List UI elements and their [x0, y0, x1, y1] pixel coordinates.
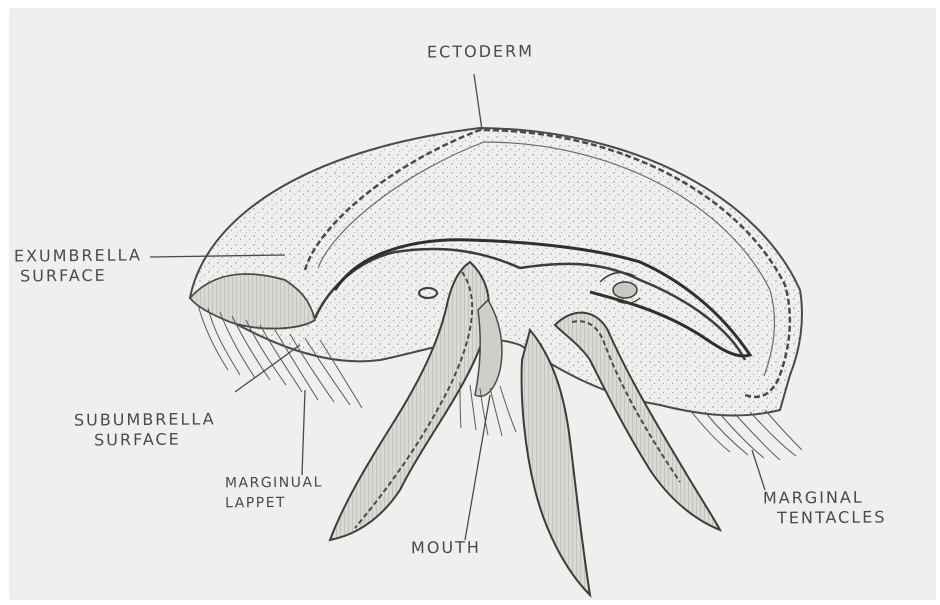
label-ectoderm: ECTODERM	[427, 42, 534, 63]
label-exumbrella-line1: EXUMBRELLA	[14, 245, 142, 266]
label-marginal-lappet: MARGINUAL LAPPET	[225, 473, 323, 514]
leader-mouth	[465, 395, 490, 540]
leader-ectoderm	[474, 74, 482, 130]
label-subumbrella-line2: SURFACE	[74, 429, 216, 450]
label-subumbrella-surface: SUBUMBRELLA SURFACE	[74, 409, 216, 450]
label-subumbrella-line1: SUBUMBRELLA	[74, 409, 216, 430]
tentacles-right	[690, 410, 802, 460]
leader-marginal-tentacles	[752, 450, 765, 490]
label-marginal-lappet-line2: LAPPET	[225, 493, 323, 514]
label-exumbrella-surface: EXUMBRELLA SURFACE	[14, 245, 142, 286]
label-marginal-lappet-line1: MARGINUAL	[225, 473, 323, 494]
label-marginal-tentacles-line2: TENTACLES	[763, 507, 887, 528]
leader-subumbrella	[235, 345, 300, 392]
label-marginal-tentacles-line1: MARGINAL	[763, 487, 887, 508]
label-exumbrella-line2: SURFACE	[14, 265, 142, 286]
label-marginal-tentacles: MARGINAL TENTACLES	[763, 487, 887, 528]
leader-marginal-lappet	[302, 390, 305, 475]
label-mouth: MOUTH	[411, 538, 481, 559]
